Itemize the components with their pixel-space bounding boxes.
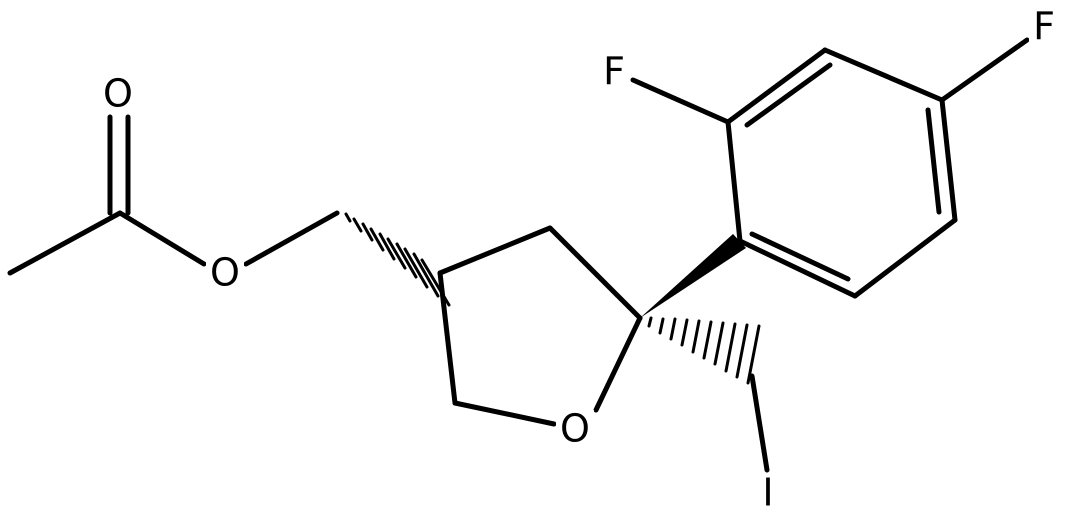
bond-aryl-c6-c1-inner [749,231,851,282]
bond-aryl-c2-c3 [725,47,828,125]
carbonyl-oxygen-label: O [103,72,133,116]
bond-c2-c3 [437,270,458,406]
bond-aryl-c1-c2 [725,119,743,244]
iodine-label: I [762,471,773,515]
bond-aryl-c5-c6 [852,217,958,299]
bond-aryl-f-para [939,37,1030,103]
bond-c3-c4 [437,225,553,276]
bond-aryl-c3-c4 [822,47,945,103]
bond-aryl-c2-c3-inner [744,62,833,128]
bond-ring-o-c2 [452,400,557,427]
bond-aryl-c6-c1 [737,238,858,299]
solid-wedge-c5-aryl [640,234,746,318]
bond-c5-ring-o [593,315,643,413]
bond-aryl-c4-c5-inner [925,107,942,215]
bond-c4-c5 [547,225,643,321]
bond-methyl-carbonyl [7,210,123,276]
bond-ester-o-ch2 [243,210,340,267]
hashed-wedge-c5-ch2i [638,316,761,385]
bond-aryl-f-ortho [630,77,731,125]
bond-aryl-c4-c5 [939,97,958,223]
ester-oxygen-label: O [210,251,240,295]
hashed-wedge-ch2-c3 [335,211,451,307]
ring-oxygen-label: O [560,407,590,451]
bond-carbonyl-ester-o [117,210,207,267]
para-fluorine-label: F [1033,5,1055,49]
bond-ch2-iodine [749,373,770,473]
ortho-fluorine-label: F [603,50,625,94]
